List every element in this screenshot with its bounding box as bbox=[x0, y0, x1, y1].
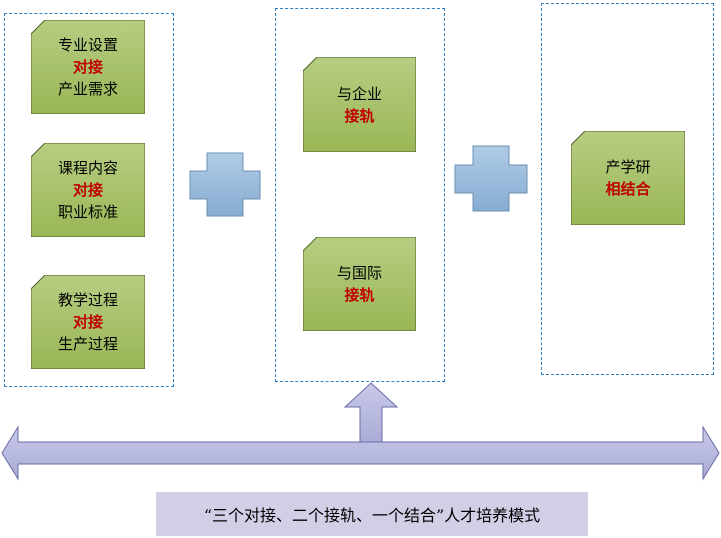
double-arrow-icon bbox=[1, 425, 720, 481]
plus-icon bbox=[189, 152, 261, 217]
card-line1: 产学研 bbox=[605, 158, 651, 176]
card-highlight: 对接 bbox=[72, 58, 103, 76]
alignment-group bbox=[275, 8, 445, 382]
card-international-alignment: 与国际 接轨 bbox=[303, 237, 416, 331]
card-line3: 产业需求 bbox=[57, 80, 118, 98]
card-line3: 职业标准 bbox=[57, 203, 118, 221]
docking-group bbox=[4, 13, 174, 387]
card-curriculum-docking: 课程内容 对接 职业标准 bbox=[31, 143, 145, 237]
card-line1: 课程内容 bbox=[57, 159, 118, 177]
card-line3: 生产过程 bbox=[57, 335, 118, 353]
card-enterprise-alignment: 与企业 接轨 bbox=[303, 57, 416, 152]
up-arrow-icon bbox=[343, 382, 399, 445]
card-highlight: 相结合 bbox=[605, 180, 651, 198]
card-highlight: 接轨 bbox=[344, 286, 375, 304]
arrows bbox=[1, 382, 720, 481]
card-highlight: 对接 bbox=[72, 181, 103, 199]
card-industry-docking: 专业设置 对接 产业需求 bbox=[31, 20, 145, 114]
card-shape bbox=[31, 20, 145, 114]
card-shape bbox=[31, 275, 145, 369]
card-shape bbox=[31, 143, 145, 237]
model-title-banner: “三个对接、二个接轨、一个结合”人才培养模式 bbox=[156, 492, 588, 536]
model-title-text: “三个对接、二个接轨、一个结合”人才培养模式 bbox=[203, 506, 541, 525]
card-shape bbox=[303, 237, 416, 331]
card-teaching-docking: 教学过程 对接 生产过程 bbox=[31, 275, 145, 369]
plus-icon bbox=[454, 145, 528, 212]
card-line1: 与企业 bbox=[336, 84, 382, 103]
card-highlight: 对接 bbox=[72, 313, 103, 331]
card-line1: 与国际 bbox=[336, 264, 382, 282]
card-highlight: 接轨 bbox=[344, 106, 375, 125]
card-industry-academia-research: 产学研 相结合 bbox=[571, 131, 685, 225]
card-shape bbox=[571, 131, 685, 225]
card-line1: 教学过程 bbox=[57, 291, 118, 309]
integration-group bbox=[541, 3, 714, 375]
card-line1: 专业设置 bbox=[57, 36, 118, 54]
card-shape bbox=[303, 57, 416, 152]
